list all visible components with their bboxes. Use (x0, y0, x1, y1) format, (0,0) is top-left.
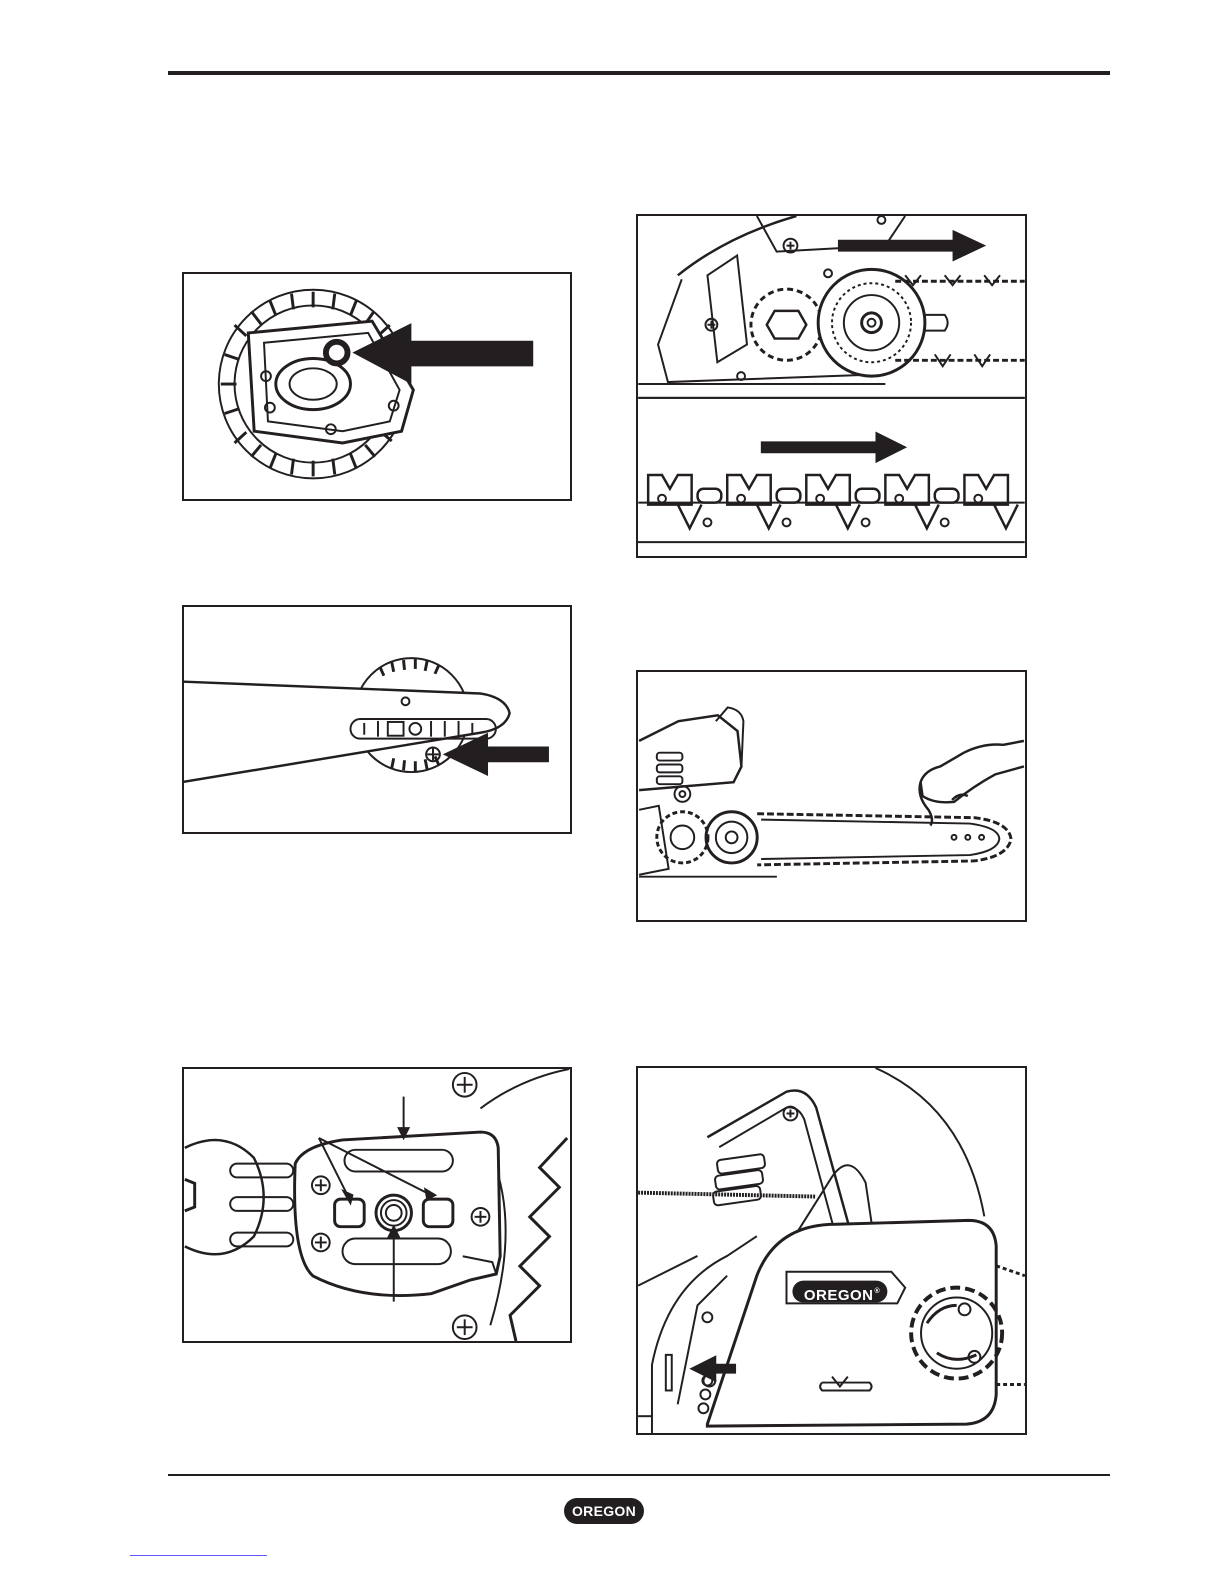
side-cover-icon (638, 1068, 1025, 1433)
figure-side-cover: OREGON® (636, 1066, 1027, 1435)
figure-sprocket-pin (182, 272, 572, 501)
footer-link-underline (130, 1555, 267, 1556)
callout-arrow-icon (184, 1069, 570, 1341)
gloved-hand-icon (638, 672, 1025, 920)
arrow-left-icon (184, 274, 570, 499)
figure-chain-direction (636, 214, 1027, 558)
footer-logo-text: OREGON (563, 1497, 645, 1525)
footer-logo: OREGON (563, 1497, 645, 1525)
cover-logo-text: OREGON® (796, 1285, 888, 1305)
header-rule (168, 71, 1110, 75)
arrow-left-icon (184, 607, 570, 832)
figure-chain-tension (636, 670, 1027, 922)
figure-bar-alignment (182, 605, 572, 834)
figure-bar-mount (182, 1067, 572, 1343)
footer-rule (168, 1474, 1110, 1476)
arrow-right-icon (638, 216, 1025, 556)
